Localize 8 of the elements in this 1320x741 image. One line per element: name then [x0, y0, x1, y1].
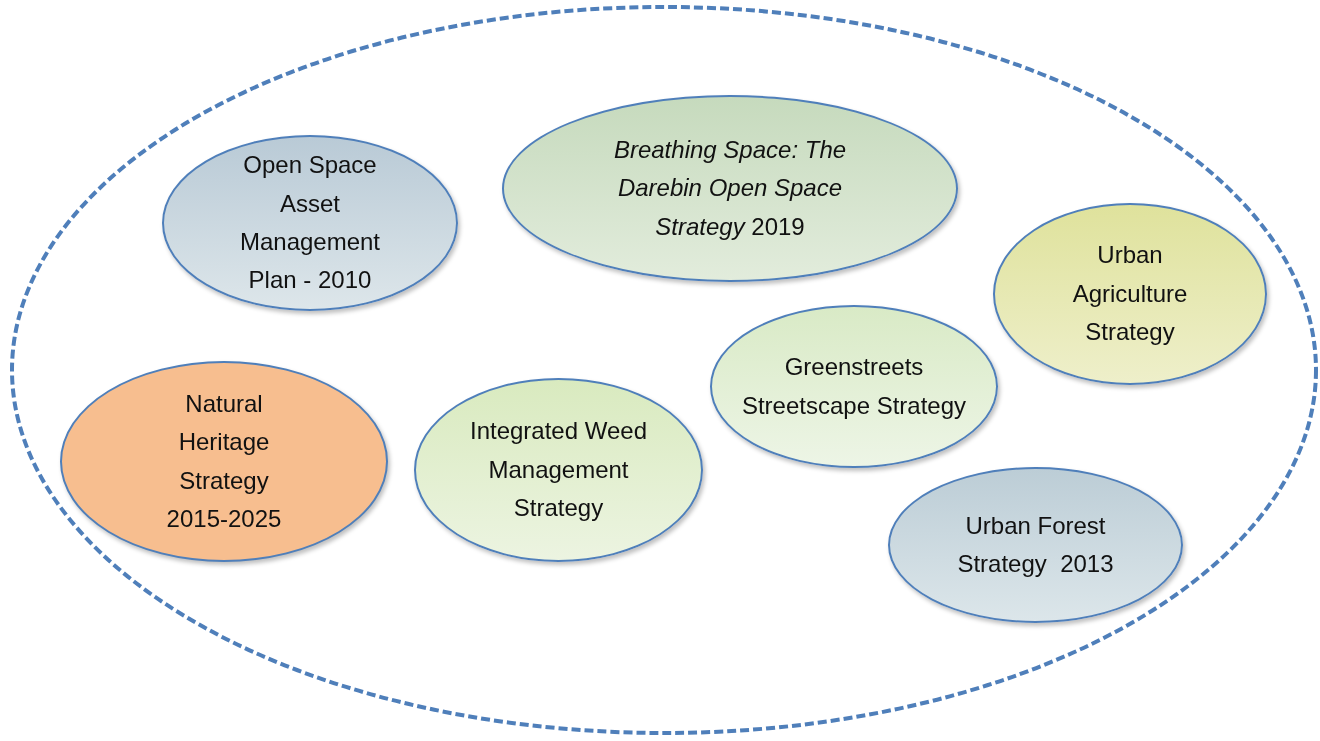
dashed-boundary-ellipse: [10, 5, 1318, 735]
strategy-title: Urban Forest Strategy 2013: [956, 510, 1115, 579]
strategy-title: Natural Heritage Strategy 2015-2025: [165, 388, 283, 534]
strategy-title: Integrated Weed Management Strategy: [469, 416, 648, 524]
strategy-title: Urban Agriculture Strategy: [1071, 240, 1189, 348]
strategy-title: Greenstreets Streetscape Strategy: [740, 352, 968, 421]
strategy-title: Open Space Asset Management Plan - 2010: [238, 150, 382, 296]
strategy-title: Breathing Space: The Darebin Open Space Strategy 2019: [612, 134, 848, 242]
